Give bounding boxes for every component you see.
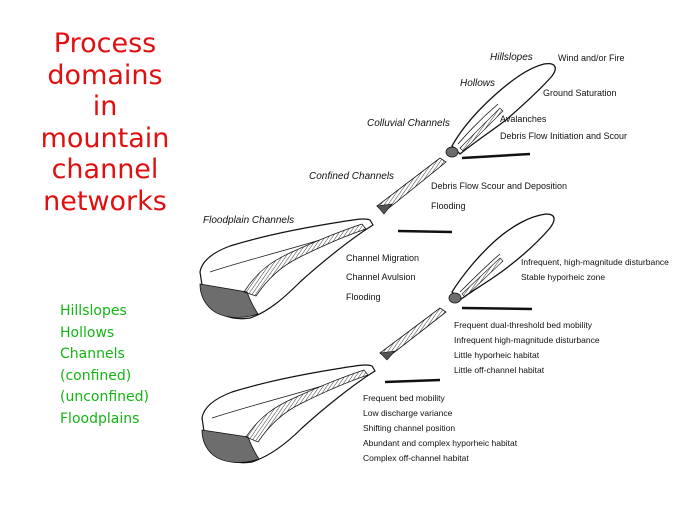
slide-title: Process domains in mountain channel netw… bbox=[20, 28, 190, 217]
debris-scour-deposition-label: Debris Flow Scour and Deposition bbox=[431, 181, 568, 191]
channel-migration-label: Channel Migration bbox=[346, 253, 420, 263]
confined-habitat-label: Frequent dual-threshold bed mobility bbox=[454, 320, 592, 330]
upper-confined-channel-sketch bbox=[376, 157, 447, 215]
avalanches-label: Avalanches bbox=[500, 114, 547, 124]
upper-hollow-sketch bbox=[445, 62, 556, 158]
domain-list: Hillslopes Hollows Channels (confined) (… bbox=[60, 301, 149, 430]
floodplain-channels-label: Floodplain Channels bbox=[203, 215, 295, 226]
domain-list-item: Floodplains bbox=[60, 410, 140, 427]
lower-confined-divider bbox=[384, 378, 441, 384]
hollows-label: Hollows bbox=[460, 78, 496, 89]
lower-hollow-sketch bbox=[448, 213, 555, 304]
floodplain-habitat-label: Frequent bed mobility bbox=[363, 393, 445, 403]
hillslopes-label: Hillslopes bbox=[490, 52, 533, 63]
hollow-habitat-label: Infrequent, high-magnitude disturbance bbox=[521, 257, 669, 267]
domain-list-item: (unconfined) bbox=[60, 389, 149, 405]
title-line: mountain bbox=[40, 122, 170, 154]
floodplain-habitat-label: Complex off-channel habitat bbox=[363, 453, 469, 463]
lower-confined-channel-sketch bbox=[379, 307, 447, 361]
domain-list-item: Channels bbox=[60, 346, 125, 362]
debris-initiation-label: Debris Flow Initiation and Scour bbox=[500, 131, 628, 141]
upper-hollow-divider bbox=[461, 152, 531, 160]
confined-habitat-label: Little off-channel habitat bbox=[454, 365, 545, 375]
lower-hollow-divider bbox=[461, 306, 533, 311]
wind-fire-label: Wind and/or Fire bbox=[558, 53, 625, 63]
title-line: networks bbox=[43, 185, 167, 217]
confined-flooding-label: Flooding bbox=[431, 201, 466, 211]
upper-confined-divider bbox=[397, 229, 453, 234]
confined-habitat-label: Little hyporheic habitat bbox=[454, 350, 540, 360]
floodplain-flooding-label: Flooding bbox=[346, 292, 381, 302]
floodplain-habitat-label: Abundant and complex hyporheic habitat bbox=[363, 438, 518, 448]
domain-list-item: Hollows bbox=[60, 324, 115, 341]
channel-avulsion-label: Channel Avulsion bbox=[346, 272, 416, 282]
title-line: Process bbox=[53, 28, 157, 59]
confined-habitat-label: Infrequent high-magnitude disturbance bbox=[454, 335, 600, 345]
domain-list-item: (confined) bbox=[60, 367, 132, 384]
lower-floodplain-sketch bbox=[201, 364, 376, 464]
title-line: domains bbox=[47, 59, 163, 91]
title-line: in bbox=[92, 91, 118, 122]
title-line: channel bbox=[51, 154, 159, 185]
floodplain-habitat-label: Shifting channel position bbox=[363, 423, 456, 433]
hollow-habitat-label: Stable hyporheic zone bbox=[521, 272, 606, 282]
confined-channels-label: Confined Channels bbox=[309, 171, 395, 182]
floodplain-habitat-label: Low discharge variance bbox=[363, 408, 453, 418]
colluvial-channels-label: Colluvial Channels bbox=[367, 118, 450, 129]
ground-saturation-label: Ground Saturation bbox=[543, 88, 617, 98]
upper-floodplain-sketch bbox=[199, 218, 374, 320]
domain-list-item: Hillslopes bbox=[60, 303, 127, 319]
